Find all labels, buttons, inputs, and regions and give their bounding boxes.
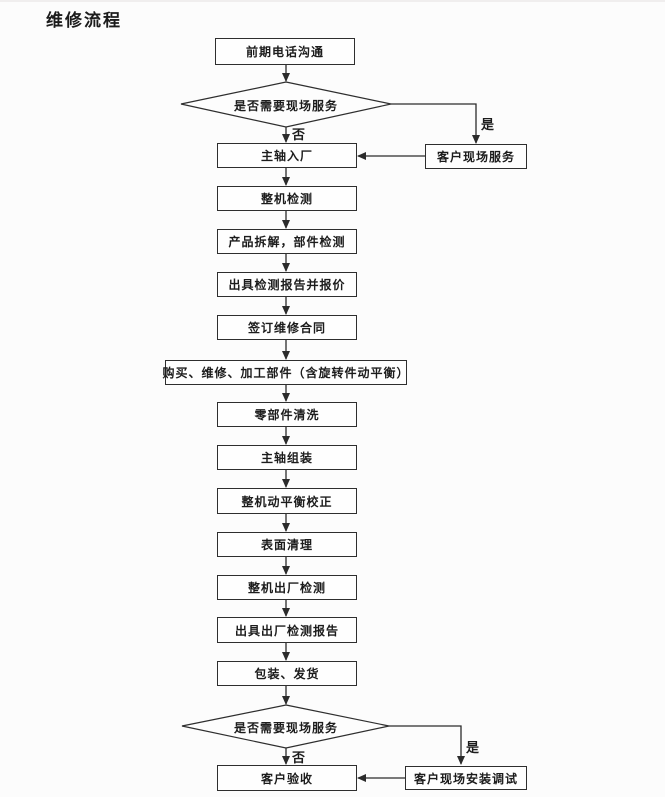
node-spindle-in: 主轴入厂 [217,143,357,168]
node-onsite-service: 客户现场服务 [425,144,527,169]
decision-top-label: 是否需要现场服务 [233,99,338,113]
node-phone-contact: 前期电话沟通 [215,38,355,65]
node-assemble: 主轴组装 [217,445,357,470]
node-contract: 签订维修合同 [217,315,357,340]
node-balance: 整机动平衡校正 [217,488,357,514]
node-parts-clean: 零部件清洗 [217,402,357,427]
edge-label-yes-top: 是 [481,117,495,132]
node-parts-work: 购买、维修、加工部件（含旋转件动平衡） [163,360,409,385]
page-title: 维修流程 [46,11,122,30]
edge-label-yes-bottom: 是 [466,740,480,755]
node-machine-inspect: 整机检测 [217,186,357,211]
connector-yes-bottom-branch [389,725,465,765]
connector-yes-top-branch [391,103,480,144]
edge-label-no-top: 否 [292,127,306,142]
node-factory-report: 出具出厂检测报告 [217,617,357,643]
node-disassemble: 产品拆解，部件检测 [217,229,357,254]
node-pack-ship: 包装、发货 [217,661,357,686]
node-report-quote: 出具检测报告并报价 [217,272,357,297]
decision-bottom-label: 是否需要现场服务 [233,721,338,735]
node-factory-inspect: 整机出厂检测 [217,575,357,600]
node-surface: 表面清理 [217,532,357,557]
node-acceptance: 客户验收 [217,765,357,791]
node-onsite-install: 客户现场安装调试 [405,766,527,790]
edge-label-no-bottom: 否 [292,750,306,765]
